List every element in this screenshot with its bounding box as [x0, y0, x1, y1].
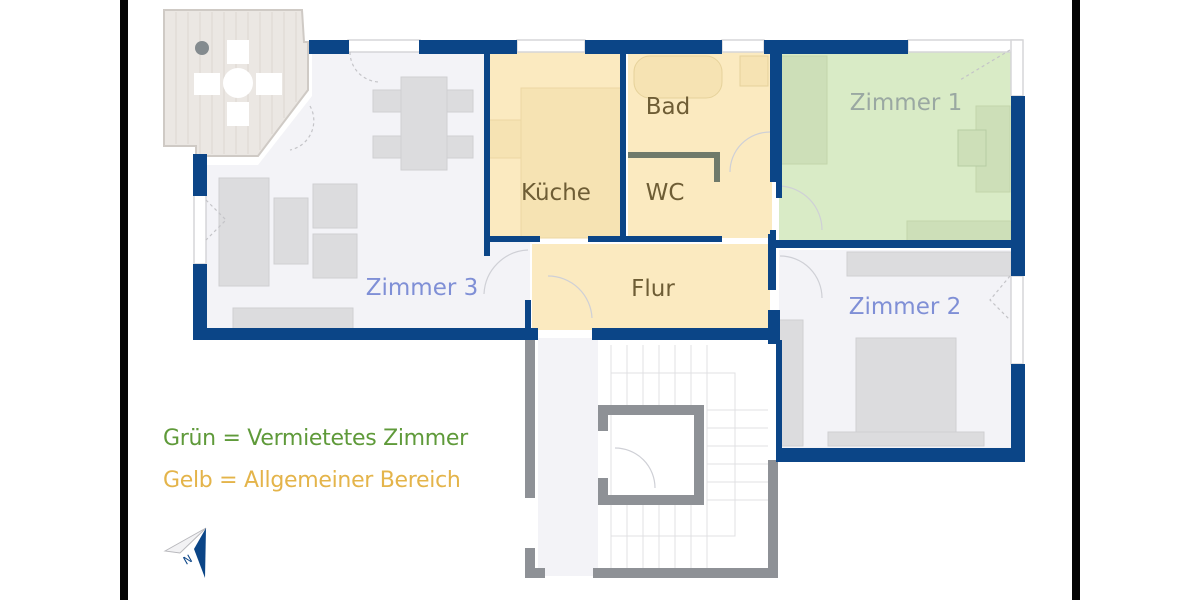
room-label-flur: Flur: [631, 276, 675, 302]
flur-floor: [532, 244, 770, 330]
wc-partition: [628, 152, 720, 182]
north-arrow-icon: N: [163, 527, 207, 578]
room-label-bad: Bad: [646, 94, 690, 120]
balcony-table: [223, 68, 253, 98]
furniture: [218, 55, 1012, 447]
room-label-kueche: Küche: [521, 180, 591, 206]
balcony: [163, 9, 309, 157]
stairs: [610, 345, 768, 572]
room-label-zimmer3: Zimmer 3: [366, 275, 479, 301]
room-label-zimmer2: Zimmer 2: [849, 294, 962, 320]
stairwell-walls: [525, 338, 778, 578]
room-label-zimmer1: Zimmer 1: [850, 90, 963, 116]
compass-label: N: [181, 552, 195, 567]
legend-rented-room: Grün = Vermietetes Zimmer: [163, 426, 468, 451]
window-swings: [205, 49, 1011, 321]
frame-border-left: [120, 0, 128, 600]
plant-icon: [195, 41, 209, 55]
frame-border-right: [1072, 0, 1080, 600]
stair-landing: [538, 338, 598, 576]
door-swings: [483, 131, 823, 489]
room-label-wc: WC: [646, 180, 685, 206]
windows: [193, 39, 1024, 365]
walls: [193, 40, 1025, 462]
legend-common-area: Gelb = Allgemeiner Bereich: [163, 468, 461, 493]
